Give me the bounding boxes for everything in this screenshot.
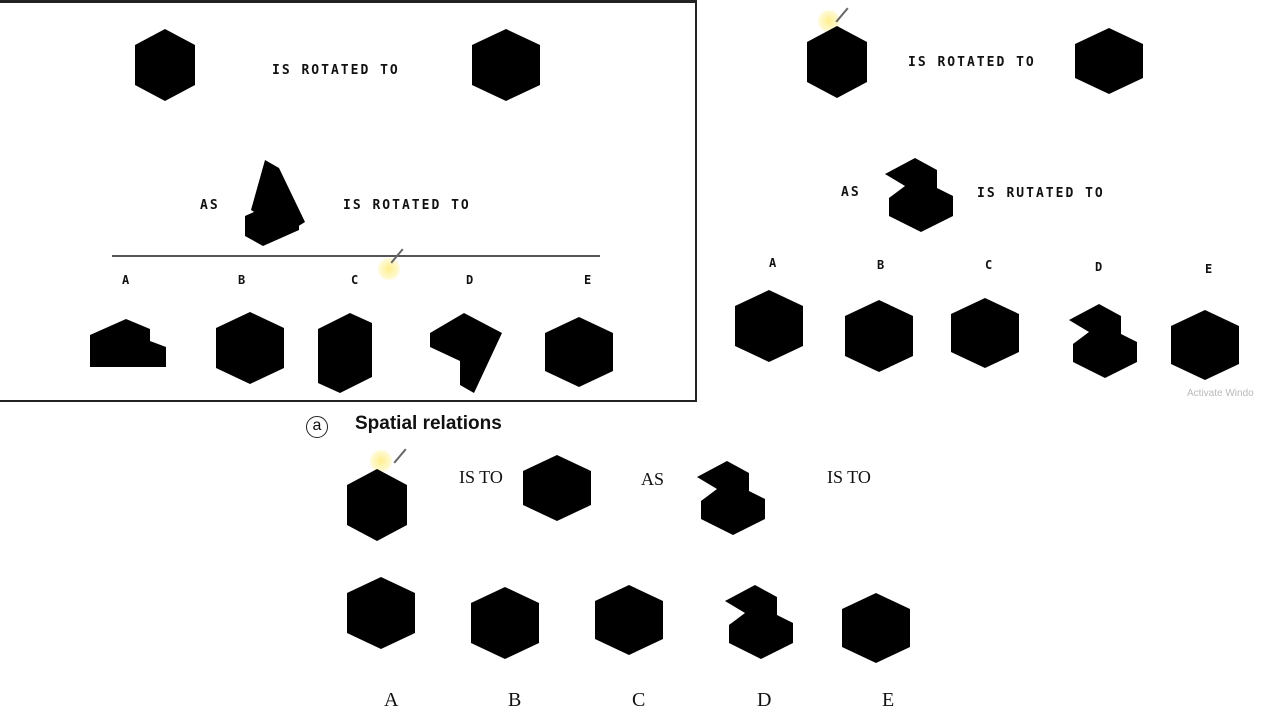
option-a-label[interactable]: A (384, 689, 399, 711)
option-e-figure[interactable] (842, 587, 932, 677)
open-box-icon (1075, 28, 1143, 94)
bottom-question-panel: a Spatial relations IS TO AS IS TO A B C… (297, 405, 987, 720)
option-b-figure[interactable] (471, 583, 561, 673)
option-e-label[interactable]: E (584, 273, 592, 287)
option-b-label[interactable]: B (877, 258, 885, 272)
option-a-label[interactable]: A (769, 256, 777, 270)
u-block-icon (347, 469, 407, 541)
option-a-figure[interactable] (347, 575, 437, 665)
cursor-pointer (393, 448, 407, 464)
option-b-label[interactable]: B (238, 273, 246, 287)
q2-as-label: AS (200, 198, 220, 213)
q2-as-label: AS (841, 185, 861, 200)
q2-rotated-label: IS RUTATED TO (977, 186, 1105, 201)
is-to-label-2: IS TO (827, 467, 871, 487)
as-label: AS (641, 469, 665, 489)
option-c-figure[interactable] (951, 292, 1031, 377)
divider-line (112, 255, 600, 257)
option-b-label[interactable]: B (508, 689, 522, 711)
option-e-label[interactable]: E (1205, 262, 1213, 276)
left-question-panel: IS ROTATED TO AS IS ROTATED TO A B C D E (0, 0, 697, 402)
slab-block-icon (245, 160, 305, 246)
cursor-highlight (818, 10, 840, 32)
cursor-highlight (370, 450, 392, 472)
option-e-figure[interactable] (1171, 304, 1251, 389)
option-d-figure[interactable] (715, 571, 810, 671)
option-d-label[interactable]: D (1095, 260, 1103, 274)
stair-block-icon (885, 158, 953, 232)
option-e-label[interactable]: E (882, 689, 895, 711)
option-c-label[interactable]: C (351, 273, 359, 287)
u-block-icon (807, 26, 867, 98)
option-b-figure[interactable] (845, 296, 925, 381)
option-d-label[interactable]: D (466, 273, 474, 287)
q2-rotated-label: IS ROTATED TO (343, 198, 471, 213)
option-a-figure[interactable] (86, 309, 176, 389)
option-a-label[interactable]: A (122, 273, 130, 287)
option-c-label[interactable]: C (632, 689, 646, 711)
option-d-label[interactable]: D (757, 689, 772, 711)
cube-with-notch-icon (472, 29, 540, 101)
option-d-figure[interactable] (1059, 290, 1149, 385)
activate-windows-watermark: Activate Windo (1187, 388, 1254, 399)
cursor-highlight (378, 258, 400, 280)
u-block-icon (135, 29, 195, 101)
q1-rotated-label: IS ROTATED TO (908, 55, 1036, 70)
is-to-label-1: IS TO (459, 467, 503, 487)
option-e-figure[interactable] (545, 311, 625, 401)
option-c-label[interactable]: C (985, 258, 993, 272)
open-box-icon (523, 455, 591, 521)
section-tag: a (306, 416, 328, 438)
stair-block-icon (697, 461, 765, 535)
option-d-figure[interactable] (430, 307, 510, 402)
q1-rotated-label: IS ROTATED TO (272, 63, 400, 78)
option-a-figure[interactable] (735, 288, 815, 373)
option-b-figure[interactable] (216, 308, 296, 398)
right-question-panel: IS ROTATED TO AS IS RUTATED TO A B C D E… (703, 0, 1280, 405)
option-c-figure[interactable] (595, 579, 685, 669)
option-c-figure[interactable] (310, 303, 390, 403)
section-title: Spatial relations (355, 413, 502, 434)
